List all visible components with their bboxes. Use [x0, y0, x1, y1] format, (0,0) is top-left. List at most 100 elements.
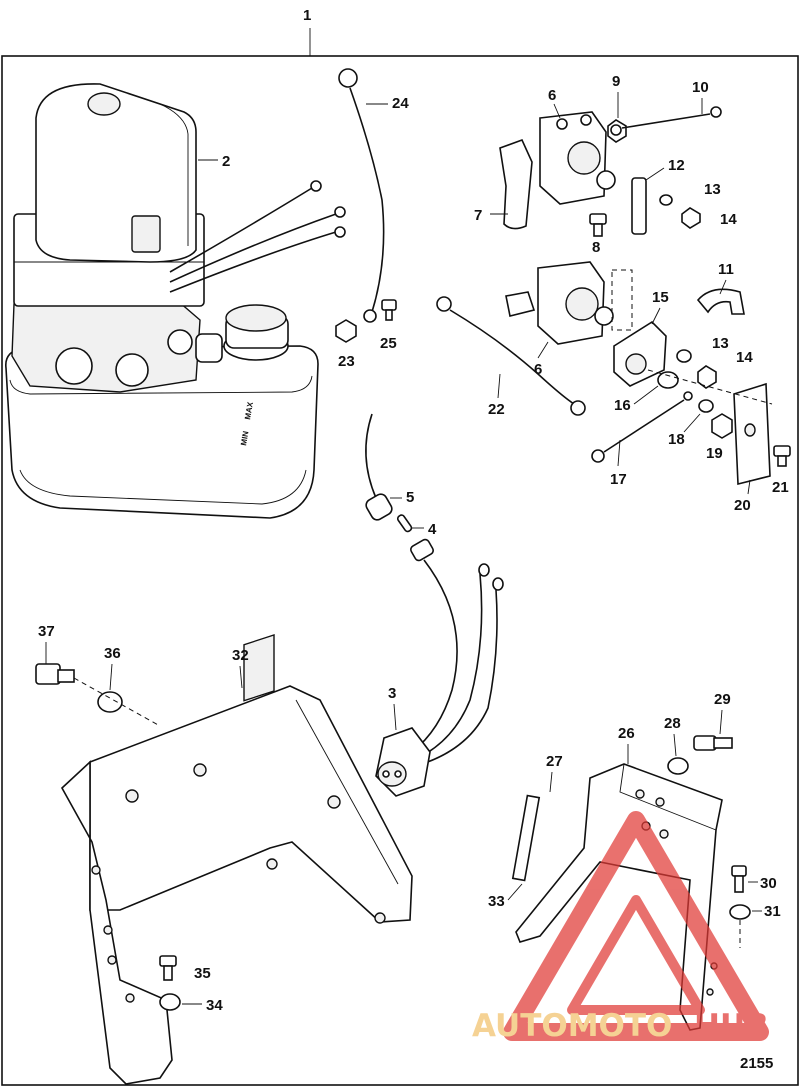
callout-32: 32 [232, 647, 249, 664]
motor-lead-ring-2 [334, 206, 346, 218]
leader-11 [719, 279, 727, 295]
callout-31: 31 [764, 903, 781, 920]
leader-17 [617, 439, 621, 467]
nut-19 [711, 413, 733, 439]
watermark-text-b: HUB [694, 1008, 769, 1044]
clip-11 [696, 288, 745, 315]
leader-33 [507, 883, 523, 901]
motor-seam [159, 103, 189, 246]
leader-20 [747, 479, 751, 495]
callout-3: 3 [388, 685, 396, 702]
callout-10: 10 [692, 79, 709, 96]
watermark-logo: AUTOMOTO HUB [472, 811, 769, 1044]
callout-5: 5 [406, 489, 414, 506]
plate-20-hole [744, 423, 756, 437]
valve-fitting-a [55, 347, 93, 385]
lead-5 [365, 413, 393, 521]
ground-lead-24 [338, 68, 385, 323]
reservoir-min-mark: MIN [239, 430, 250, 446]
leader-22 [497, 373, 501, 399]
callout-14b: 14 [736, 349, 753, 366]
leader-6a [553, 103, 561, 119]
callout-16: 16 [614, 397, 631, 414]
valve-fitting-b [115, 353, 149, 387]
leader-32 [239, 665, 243, 689]
leader-15 [651, 307, 661, 325]
motor-lead-1 [169, 187, 313, 273]
callout-19: 19 [706, 445, 723, 462]
callout-8: 8 [592, 239, 600, 256]
ground-lead-22 [436, 296, 586, 416]
washer-18 [698, 399, 714, 413]
callout-12: 12 [668, 157, 685, 174]
assembly-frame [1, 55, 799, 1086]
dash-guide-lower [611, 269, 633, 331]
callout-34: 34 [206, 997, 223, 1014]
plate-12 [631, 177, 647, 235]
harness-3 [375, 538, 504, 797]
leader-28 [673, 733, 677, 757]
fill-cap-top [225, 304, 287, 332]
callout-15: 15 [652, 289, 669, 306]
motor-end-cap [87, 92, 121, 116]
reservoir-max-mark: MAX [243, 401, 255, 421]
callout-35: 35 [194, 965, 211, 982]
callout-27: 27 [546, 753, 563, 770]
leader-3 [393, 703, 397, 731]
washer-13b [676, 349, 692, 363]
pump-motor-assembly: MAX MIN [5, 83, 346, 519]
callout-25: 25 [380, 335, 397, 352]
screw-21 [773, 445, 791, 467]
callout-20: 20 [734, 497, 751, 514]
screw-25 [381, 299, 397, 321]
strip-27 [511, 794, 541, 882]
bracket-7 [499, 138, 533, 230]
callout-2: 2 [222, 153, 230, 170]
washer-13a [659, 194, 673, 206]
figure-number: 2155 [740, 1055, 773, 1072]
motor-lead-3 [169, 231, 337, 293]
nut-14b [697, 365, 717, 389]
bracket-32 [60, 634, 413, 1085]
valve-fitting-c [167, 329, 193, 355]
washer-36 [97, 691, 123, 713]
callout-29: 29 [714, 691, 731, 708]
callout-9: 9 [612, 73, 620, 90]
leader-27 [549, 771, 553, 793]
callout-22: 22 [488, 401, 505, 418]
cable-17 [591, 391, 693, 463]
callout-6a: 6 [548, 87, 556, 104]
callout-21: 21 [772, 479, 789, 496]
watermark-text-a: AUTOMOTO [472, 1008, 672, 1044]
screw-37 [35, 663, 75, 685]
callout-17: 17 [610, 471, 627, 488]
motor-lead-ring-3 [334, 226, 346, 238]
nut-23 [335, 319, 357, 343]
washer-34 [159, 993, 181, 1011]
callout-33: 33 [488, 893, 505, 910]
callout-11: 11 [718, 261, 734, 278]
nut-14a [681, 207, 701, 229]
leader-36 [109, 663, 113, 691]
leader-18 [683, 413, 701, 433]
callout-13b: 13 [712, 335, 729, 352]
leader-12 [645, 167, 665, 181]
callout-37: 37 [38, 623, 55, 640]
screw-29 [693, 735, 733, 751]
washer-28 [667, 757, 689, 775]
motor-label [131, 215, 161, 253]
washer-16 [657, 371, 679, 389]
valve-fitting-d [195, 333, 223, 363]
screw-8 [589, 213, 607, 237]
callout-18: 18 [668, 431, 685, 448]
callout-36: 36 [104, 645, 121, 662]
leader-6b [537, 341, 549, 359]
pin-4 [396, 514, 413, 533]
screw-35 [159, 955, 177, 981]
solenoid-upper [539, 111, 616, 205]
callout-6b: 6 [534, 361, 542, 378]
reservoir-rim [9, 375, 313, 395]
dash-axis-lower [647, 369, 773, 405]
leader-29 [719, 709, 723, 735]
callout-7: 7 [474, 207, 482, 224]
